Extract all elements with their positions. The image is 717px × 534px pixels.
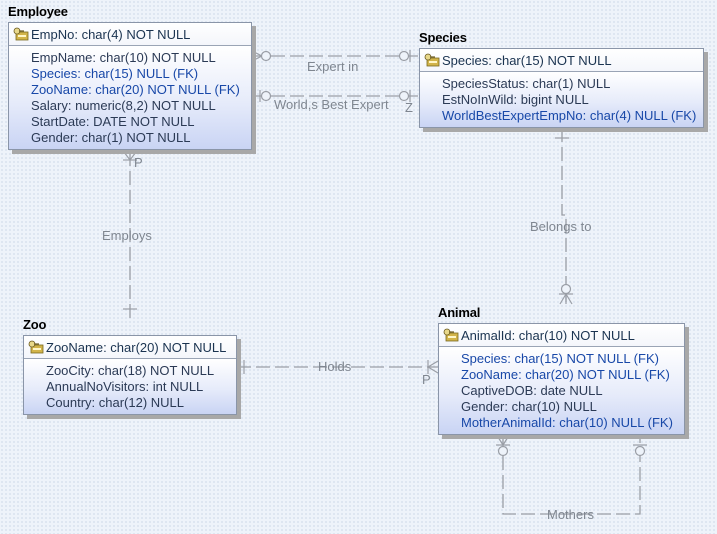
column[interactable]: Gender: char(1) NOT NULL	[31, 130, 191, 145]
column-fk[interactable]: ZooName: char(20) NOT NULL (FK)	[31, 82, 240, 97]
animal-pk-row[interactable]: AnimalId: char(10) NOT NULL	[439, 324, 684, 347]
mothers-line[interactable]	[502, 437, 641, 515]
expert-in-one-end	[398, 50, 411, 62]
employee-pk-row[interactable]: EmpNo: char(4) NOT NULL	[9, 23, 251, 46]
belongs-to-label[interactable]: Belongs to	[530, 219, 592, 234]
column-fk[interactable]: WorldBestExpertEmpNo: char(4) NULL (FK)	[442, 108, 697, 123]
column[interactable]: AnnualNoVisitors: int NULL	[46, 379, 204, 394]
zoo-entity-title: Zoo	[23, 317, 47, 332]
employs-cardinality: P	[134, 155, 143, 170]
zoo-columns: ZooCity: char(18) NOT NULL AnnualNoVisit…	[24, 359, 236, 414]
employee-table[interactable]: EmpNo: char(4) NOT NULL EmpName: char(10…	[8, 22, 252, 150]
column-fk[interactable]: Species: char(15) NULL (FK)	[31, 66, 199, 81]
employee-pk-text: EmpNo: char(4) NOT NULL	[31, 26, 191, 42]
column-fk[interactable]: Species: char(15) NOT NULL (FK)	[461, 351, 659, 366]
employee-entity-title: Employee	[8, 4, 68, 19]
expert-in-many-end	[251, 50, 272, 62]
worlds-best-employee-end	[259, 90, 272, 102]
belongs-to-many-end	[559, 283, 573, 305]
employs-label[interactable]: Employs	[102, 228, 152, 243]
zoo-table[interactable]: ZooName: char(20) NOT NULL ZooCity: char…	[23, 335, 237, 415]
mothers-label[interactable]: Mothers	[547, 507, 594, 522]
column[interactable]: StartDate: DATE NOT NULL	[31, 114, 195, 129]
column[interactable]: CaptiveDOB: date NULL	[461, 383, 603, 398]
column[interactable]: Gender: char(10) NULL	[461, 399, 597, 414]
belongs-to-line[interactable]	[561, 128, 567, 302]
species-entity-title: Species	[419, 30, 467, 45]
species-table[interactable]: Species: char(15) NOT NULL SpeciesStatus…	[419, 48, 704, 128]
species-columns: SpeciesStatus: char(1) NULL EstNoInWild:…	[420, 72, 703, 127]
primary-key-icon	[28, 340, 44, 354]
column-fk[interactable]: MotherAnimalId: char(10) NULL (FK)	[461, 415, 673, 430]
species-pk-text: Species: char(15) NOT NULL	[442, 52, 612, 68]
column[interactable]: ZooCity: char(18) NOT NULL	[46, 363, 215, 378]
column-fk[interactable]: ZooName: char(20) NOT NULL (FK)	[461, 367, 670, 382]
species-pk-row[interactable]: Species: char(15) NOT NULL	[420, 49, 703, 72]
column[interactable]: Country: char(12) NULL	[46, 395, 184, 410]
worlds-best-cardinality: Z	[405, 100, 413, 115]
mothers-many-end	[496, 436, 510, 457]
holds-many-end	[427, 360, 439, 374]
column[interactable]: EmpName: char(10) NOT NULL	[31, 50, 216, 65]
employs-many-end	[123, 151, 137, 161]
animal-pk-text: AnimalId: char(10) NOT NULL	[461, 327, 635, 343]
column[interactable]: EstNoInWild: bigint NULL	[442, 92, 589, 107]
mothers-one-end	[633, 444, 647, 457]
worlds-best-species-end	[398, 90, 411, 102]
column[interactable]: SpeciesStatus: char(1) NULL	[442, 76, 611, 91]
primary-key-icon	[424, 53, 440, 67]
expert-in-label[interactable]: Expert in	[307, 59, 359, 74]
worlds-best-expert-label[interactable]: World,s Best Expert	[274, 97, 389, 112]
holds-label[interactable]: Holds	[318, 359, 352, 374]
employee-columns: EmpName: char(10) NOT NULL Species: char…	[9, 46, 251, 149]
column[interactable]: Salary: numeric(8,2) NOT NULL	[31, 98, 216, 113]
zoo-pk-row[interactable]: ZooName: char(20) NOT NULL	[24, 336, 236, 359]
animal-entity-title: Animal	[438, 305, 481, 320]
animal-columns: Species: char(15) NOT NULL (FK) ZooName:…	[439, 347, 684, 434]
primary-key-icon	[13, 27, 29, 41]
primary-key-icon	[443, 328, 459, 342]
animal-table[interactable]: AnimalId: char(10) NOT NULL Species: cha…	[438, 323, 685, 435]
zoo-pk-text: ZooName: char(20) NOT NULL	[46, 339, 227, 355]
holds-cardinality: P	[422, 372, 431, 387]
